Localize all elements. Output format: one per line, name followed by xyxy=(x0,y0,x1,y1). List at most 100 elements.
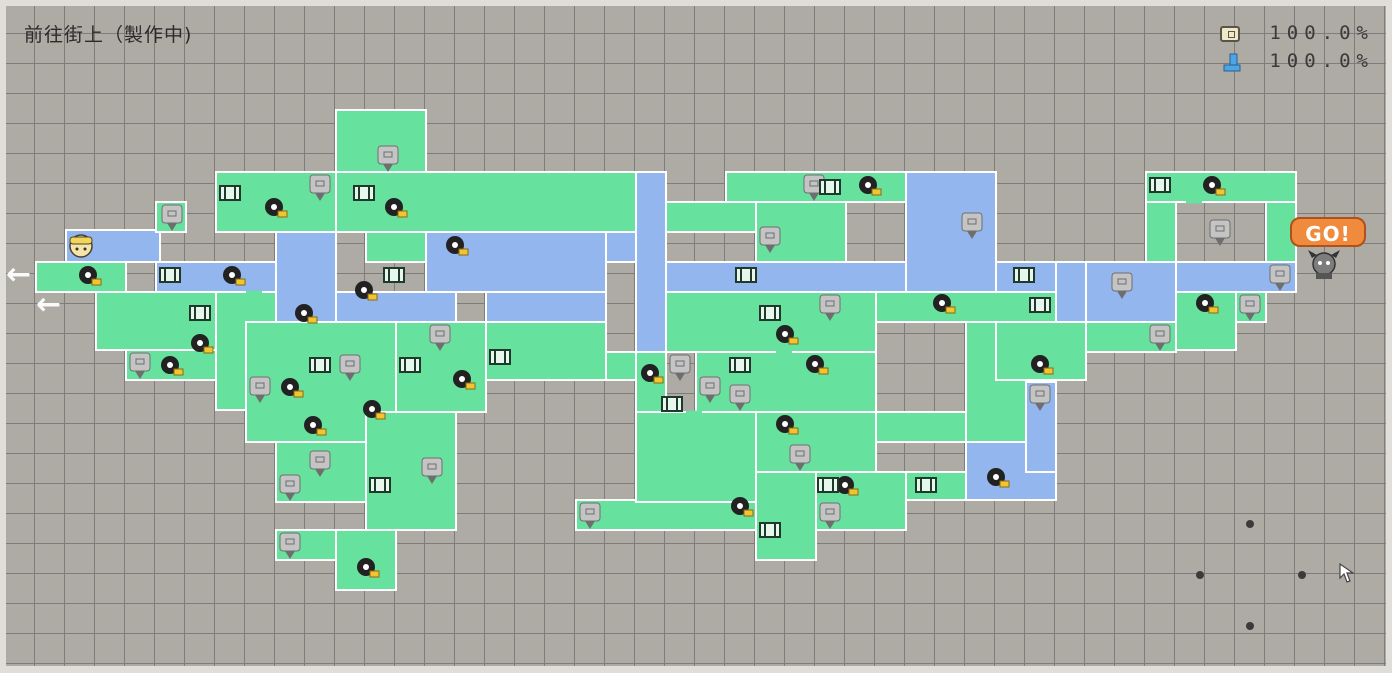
signpost-icon xyxy=(1111,272,1133,299)
boss-demon-icon xyxy=(1308,250,1340,279)
enemy-mimic-icon xyxy=(355,281,378,301)
enemy-mimic-icon xyxy=(987,468,1010,488)
enemy-mimic-icon xyxy=(161,356,184,376)
player-avatar-icon xyxy=(69,234,93,258)
enemy-mimic-icon xyxy=(1203,176,1226,196)
enemy-mimic-icon xyxy=(295,304,318,324)
enemy-mimic-icon xyxy=(776,415,799,435)
enemy-mimic-icon xyxy=(223,266,246,286)
corridor-room xyxy=(485,291,607,323)
warp-gate-icon xyxy=(383,267,405,283)
enemy-mimic-icon xyxy=(357,558,380,578)
corridor-room xyxy=(335,291,457,323)
enemy-mimic-icon xyxy=(191,334,214,354)
signpost-icon xyxy=(421,457,443,484)
signpost-icon xyxy=(729,384,751,411)
boot-icon xyxy=(1223,53,1241,72)
pointer-hand-icon xyxy=(1339,562,1355,583)
warp-gate-icon xyxy=(159,267,181,283)
dpad-dot-right xyxy=(1298,571,1306,579)
warp-gate-icon xyxy=(369,477,391,493)
signpost-icon xyxy=(377,145,399,172)
signpost-icon xyxy=(759,226,781,253)
enemy-mimic-icon xyxy=(859,176,882,196)
signpost-icon xyxy=(819,294,841,321)
area-title: 前往街上（製作中) xyxy=(24,24,193,46)
treasure-chest-icon xyxy=(1220,26,1240,42)
warp-gate-icon xyxy=(353,185,375,201)
warp-gate-icon xyxy=(399,357,421,373)
signpost-icon xyxy=(961,212,983,239)
warp-gate-icon xyxy=(759,305,781,321)
enemy-mimic-icon xyxy=(453,370,476,390)
warp-gate-icon xyxy=(309,357,331,373)
corridor-room xyxy=(665,261,907,293)
enemy-mimic-icon xyxy=(304,416,327,436)
signpost-icon xyxy=(279,474,301,501)
warp-gate-icon xyxy=(817,477,839,493)
corridor-room xyxy=(905,171,997,293)
exploration-completion-rate: 100.0% xyxy=(1269,50,1374,72)
signpost-icon xyxy=(789,444,811,471)
signpost-icon xyxy=(699,376,721,403)
corridor-room xyxy=(605,231,639,263)
explored-room xyxy=(365,231,427,263)
signpost-icon xyxy=(309,450,331,477)
signpost-icon xyxy=(279,532,301,559)
warp-gate-icon xyxy=(819,179,841,195)
explored-room xyxy=(695,351,877,413)
signpost-icon xyxy=(1239,294,1261,321)
warp-gate-icon xyxy=(489,349,511,365)
explored-room xyxy=(335,171,637,233)
signpost-icon xyxy=(249,376,271,403)
enemy-mimic-icon xyxy=(836,476,859,496)
enemy-mimic-icon xyxy=(363,400,386,420)
signpost-icon xyxy=(1269,264,1291,291)
enemy-mimic-icon xyxy=(731,497,754,517)
enemy-mimic-icon xyxy=(641,364,664,384)
explored-room xyxy=(575,499,757,531)
chest-completion-rate: 100.0% xyxy=(1269,22,1374,44)
signpost-icon xyxy=(129,352,151,379)
warp-gate-icon xyxy=(661,396,683,412)
signpost-icon xyxy=(669,354,691,381)
warp-gate-icon xyxy=(735,267,757,283)
explored-room xyxy=(755,471,817,561)
enemy-mimic-icon xyxy=(265,198,288,218)
explored-room xyxy=(755,411,877,473)
signpost-icon xyxy=(1209,219,1231,246)
warp-gate-icon xyxy=(1029,297,1051,313)
signpost-icon xyxy=(429,324,451,351)
signpost-icon xyxy=(1029,384,1051,411)
signpost-icon xyxy=(309,174,331,201)
corridor-room xyxy=(635,171,667,353)
enemy-mimic-icon xyxy=(776,325,799,345)
signpost-icon xyxy=(161,204,183,231)
enemy-mimic-icon xyxy=(281,378,304,398)
dpad-dot-up xyxy=(1246,520,1254,528)
enemy-mimic-icon xyxy=(1031,355,1054,375)
explored-room xyxy=(875,411,967,443)
explored-room xyxy=(1145,201,1177,263)
corridor-room xyxy=(1085,261,1177,323)
explored-room xyxy=(635,411,757,503)
warp-gate-icon xyxy=(1149,177,1171,193)
left-arrow-icon[interactable]: ← xyxy=(36,287,62,322)
warp-gate-icon xyxy=(219,185,241,201)
enemy-mimic-icon xyxy=(446,236,469,256)
signpost-icon xyxy=(1149,324,1171,351)
warp-gate-icon xyxy=(1013,267,1035,283)
warp-gate-icon xyxy=(189,305,211,321)
dpad-dot-down xyxy=(1246,622,1254,630)
warp-gate-icon xyxy=(759,522,781,538)
dpad-dot-left xyxy=(1196,571,1204,579)
goal-go-badge: GO! xyxy=(1290,217,1366,247)
warp-gate-icon xyxy=(915,477,937,493)
enemy-mimic-icon xyxy=(806,355,829,375)
warp-gate-icon xyxy=(729,357,751,373)
explored-room xyxy=(665,291,877,353)
signpost-icon xyxy=(579,502,601,529)
left-arrow-icon[interactable]: ← xyxy=(6,257,32,292)
